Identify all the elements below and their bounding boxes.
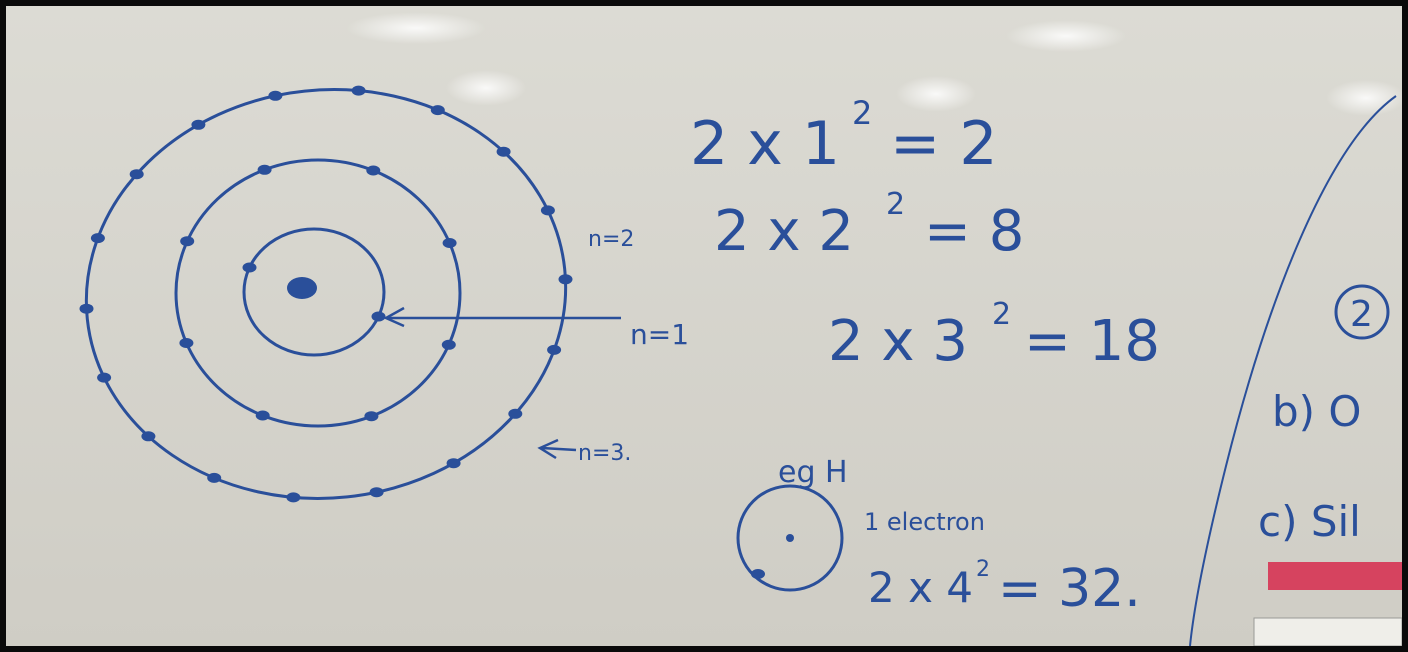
electron-n2 — [442, 238, 457, 248]
label-n2: n=2 — [588, 227, 634, 252]
electron-n3 — [90, 233, 105, 244]
electron-n3 — [141, 431, 156, 442]
electron-n3 — [351, 85, 366, 96]
example-label: eg H — [778, 455, 848, 490]
electron-n2 — [180, 236, 195, 247]
electron-n2 — [255, 410, 270, 421]
shell-n2 — [174, 158, 462, 428]
equation-3-exponent: 2 — [992, 297, 1011, 332]
electron-n3 — [446, 458, 461, 469]
electron-n1 — [371, 311, 386, 322]
electron-n1 — [242, 262, 257, 273]
equation-2-result: = 8 — [924, 199, 1024, 264]
bohr-atom-diagram — [84, 88, 568, 500]
electron-n3 — [268, 90, 283, 101]
circled-number: 2 — [1350, 294, 1373, 335]
electron-n2 — [179, 338, 194, 348]
ceiling-light-glare — [446, 70, 526, 106]
equation-1-result: = 2 — [890, 109, 998, 179]
equation-1: 2 x 1 2 = 2 — [690, 94, 998, 179]
electron-n3 — [79, 303, 94, 314]
electron-n3 — [207, 472, 222, 483]
electron-n3 — [286, 492, 301, 503]
whiteboard-drawing: n=2 n=1 n=3. 2 x 1 2 = 2 2 x 2 2 = 8 2 x… — [6, 6, 1402, 646]
equation-4-base: 2 x 4 — [868, 563, 973, 612]
equation-3: 2 x 3 2 = 18 — [828, 297, 1160, 374]
electron-n3 — [496, 146, 511, 157]
pink-tape — [1268, 562, 1402, 590]
electron-n3 — [558, 274, 573, 285]
electrons — [287, 277, 317, 299]
equation-3-result: = 18 — [1024, 309, 1160, 374]
right-edge-notes: 2 b) O c) Sil — [1253, 284, 1402, 646]
equation-2: 2 x 2 2 = 8 — [714, 187, 1024, 264]
equation-1-exponent: 2 — [852, 94, 872, 132]
electron-n3 — [508, 408, 523, 419]
board-surface — [6, 6, 1402, 646]
ceiling-light-glare — [346, 12, 486, 44]
item-b: b) O — [1272, 387, 1361, 436]
equation-2-exponent: 2 — [886, 187, 905, 222]
hydrogen-electron — [751, 569, 765, 579]
label-n3: n=3. — [578, 441, 631, 466]
electron-n3 — [547, 344, 562, 355]
example-note: 1 electron — [864, 508, 985, 536]
electron-dots — [79, 85, 573, 503]
equation-4-exponent: 2 — [976, 557, 990, 582]
equation-4: 2 x 4 2 = 32. — [868, 557, 1141, 619]
marker-tray — [1253, 617, 1402, 646]
electron-n3 — [540, 205, 555, 216]
shell-n1 — [242, 227, 386, 357]
hydrogen-example: eg H 1 electron — [736, 455, 985, 592]
arrowhead — [537, 438, 559, 460]
nucleus — [287, 277, 317, 299]
electron-n3 — [191, 119, 206, 130]
ceiling-light-glare — [1006, 20, 1126, 52]
divider-curve — [1189, 95, 1397, 646]
pointer-arrow-n3 — [541, 446, 577, 452]
arrowhead — [383, 306, 405, 328]
electron-n3 — [430, 105, 445, 116]
shell-n3 — [84, 88, 568, 500]
ceiling-light-glare — [896, 76, 976, 112]
electron-n2 — [441, 339, 456, 350]
label-n1: n=1 — [630, 318, 689, 351]
electron-n3 — [97, 372, 112, 383]
electron-n2 — [366, 165, 381, 176]
circled-number-ring — [1334, 284, 1390, 340]
item-c: c) Sil — [1258, 497, 1361, 546]
electron-n3 — [129, 169, 144, 180]
electron-n3 — [369, 487, 384, 498]
hydrogen-nucleus — [786, 534, 794, 542]
electron-n2 — [364, 411, 379, 422]
equation-4-result: = 32. — [998, 559, 1141, 619]
hydrogen-shell — [736, 484, 844, 592]
equation-2-base: 2 x 2 — [714, 199, 854, 264]
electron-n2 — [257, 164, 272, 175]
equation-3-base: 2 x 3 — [828, 309, 968, 374]
equation-1-base: 2 x 1 — [690, 109, 840, 179]
